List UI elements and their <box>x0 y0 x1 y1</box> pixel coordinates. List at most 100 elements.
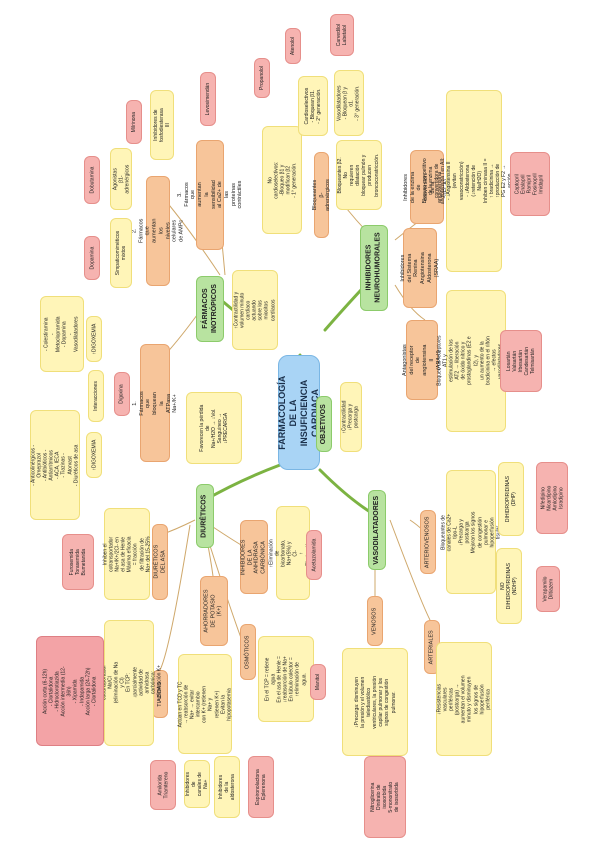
f1-node[interactable]: 1. Fármacos que bloquean la ATPasa Na+/K… <box>132 344 178 462</box>
ahorradores-label: AHORRADORES DE POTASIO (K+) <box>203 589 224 633</box>
dhp-drugs-text: Nifedipino Nicardipino Amlodipino Isradi… <box>539 485 565 511</box>
dobutamina-text: Dobutamina <box>88 166 95 194</box>
favor-text: Favorecen la pérdida de Na+/H2O → ↓Vol. … <box>198 404 230 452</box>
arteriovenosos-node[interactable]: ARTERIOVENOSOS <box>420 510 436 574</box>
ven-drugs-text: Nitroglicerina Dinitrato de isosorbida 5… <box>369 781 401 813</box>
central-topic: FARMACOLOGÍA DE LA INSUFICIENCIA CARDIAC… <box>277 355 320 470</box>
digoxemia-down-node: ↑DIGOXEMIA <box>86 432 102 478</box>
no-cardio-node: No cardioselectivos: -Bloqueo β1 y modif… <box>262 126 302 234</box>
asa-node[interactable]: DIURÉTICOS DEL ASA <box>152 524 168 600</box>
ahorradores-node[interactable]: AHORRADORES DE POTASIO (K+) <box>200 576 228 646</box>
no-cardio-text: No cardioselectivos: -Bloqueo β1 y modif… <box>266 161 298 199</box>
dopamina-node: Dopamina <box>84 236 100 280</box>
canales-drugs: Amilorida Triamtereno <box>150 760 176 810</box>
f2-label: 2. Fármacos que aumentan los niveles cel… <box>131 218 185 244</box>
dhp-drugs: Nifedipino Nicardipino Amlodipino Isradi… <box>536 462 568 534</box>
inhibidores-label: INHIBIDORES NEUROHUMORALES <box>365 232 382 304</box>
art-desc: ↓Resistencias vasculares periféricas (po… <box>436 642 492 756</box>
sraa-label: Inhibidores del Sistema Renina Angiotens… <box>399 252 440 284</box>
ndhp-label: NO DIHIDROPIRIDINAS (NDHP) <box>499 562 519 610</box>
milrinona-text: Milrinona <box>130 111 137 133</box>
f2-node[interactable]: 2. Fármacos que aumentan los niveles cel… <box>131 176 184 286</box>
ara-drugs: Losartán Valsartán Irbesartán Candesartá… <box>500 330 542 392</box>
objetivos-node[interactable]: OBJETIVOS <box>316 396 332 452</box>
sraa-node[interactable]: Inhibidores del Sistema Renina Angiotens… <box>399 228 440 308</box>
diureticos-label: DIURÉTICOS <box>200 494 208 538</box>
aldo-drugs: Espironolactona Eplerenona <box>248 756 274 818</box>
vaso-node[interactable]: VASODILATADORES <box>368 490 386 570</box>
ven-desc: ↓Precarga: disminuyen la presión y el vo… <box>342 648 408 756</box>
ieca-node[interactable]: Inhibidores de la enzima de conversión d… <box>404 150 450 224</box>
interacciones-node: Interacciones <box>88 370 104 422</box>
beta-node[interactable]: Bloqueantes β-adrenérgicos <box>311 152 331 238</box>
asa-drugs-text: Furosemida Torasemida Bumetanida <box>68 548 88 576</box>
digoxina-text: Digoxina <box>118 384 125 404</box>
asa-drugs: Furosemida Torasemida Bumetanida <box>62 534 94 590</box>
dopamina-text: Dopamina <box>88 246 95 270</box>
vasodil-beta-node: Vasodilatadores - Bloquean β y α1. - 3° … <box>334 70 364 136</box>
carvedilol-text: Carvedilol Labetalol <box>335 23 349 47</box>
aldo-drugs-text: Espironolactona Eplerenona <box>254 769 268 805</box>
ndhp-drugs-text: Verapamilo Diltiazem <box>541 576 555 602</box>
digoxemia-up-node: ↑DIGOXEMIA <box>86 316 102 362</box>
ahorr-desc-text: Actúan en TCD y TC → reabsorción de Na+ … <box>177 681 233 727</box>
vaso-label: VASODILATADORES <box>372 495 380 565</box>
beta-desc-text: Bloqueantes β2. No requieren dilatación … <box>337 153 381 197</box>
acetazolamida-text: Acetazolamida <box>310 538 317 572</box>
diureticos-node[interactable]: DIURÉTICOS <box>196 484 214 548</box>
inotropicos-node[interactable]: FÁRMACOS INOTRÓPICOS <box>196 276 224 342</box>
manitol-text: Manitol <box>314 673 321 691</box>
osm-desc: En el TCP = retiene agua En el asa de He… <box>258 636 314 722</box>
propanolol-node: Propanolol <box>254 58 270 98</box>
ieca-drugs: Captopril Enalapril Ramipril Fosinopril … <box>510 152 550 216</box>
ndhp-drugs: Verapamilo Diltiazem <box>536 566 560 612</box>
aldosterona-label: Inhibidores de la aldosterona <box>217 773 237 801</box>
digoxemia-down-desc: - Anticolinérgicos - Omeprazol - Antibió… <box>30 410 80 520</box>
beta-label: Bloqueantes β-adrenérgicos <box>311 179 331 211</box>
agonistas-node: Agonistas β1-adrenérgicos <box>110 148 132 210</box>
osmoticos-node[interactable]: OSMÓTICOS <box>240 624 256 680</box>
asa-desc: Inhiben el cotransportador Na+/K+/2Cl- e… <box>103 508 151 600</box>
objetivos-leaf-text: ↑Contractilidad ↓Precarga y postcarga <box>341 400 361 434</box>
ieca-desc: Bloqueo competitivo de la enzima convert… <box>422 90 526 272</box>
atenolol-node: Atenolol <box>285 28 301 64</box>
levosimendan-node: Levosimendán <box>200 72 216 126</box>
tiaz-note-text: Acción corta (6-12h) - Clortalidona - Hi… <box>42 665 98 717</box>
levosimendan-text: Levosimendán <box>204 82 211 116</box>
acetazolamida-node: Acetazolamida <box>306 530 322 580</box>
f3-node[interactable]: 3. Fármacos que aumentan la sensibilidad… <box>176 140 243 250</box>
dhp-label: DIHIDROPIRIDINAS (DHP) <box>504 475 517 523</box>
osm-desc-text: En el TCP = retiene agua En el asa de He… <box>264 655 308 703</box>
simpat-label: Simpaticomiméticos mixtos <box>114 230 127 276</box>
digoxemia-up-text: - Colestiramina - Metoclopramida - Dopam… <box>43 316 81 352</box>
digoxemia-down-label: ↑DIGOXEMIA <box>90 439 97 471</box>
ndhp-node[interactable]: NO DIHIDROPIRIDINAS (NDHP) <box>496 548 522 624</box>
beta-desc: Bloqueantes β2. No requieren dilatación … <box>336 140 382 210</box>
arteriovenosos-label: ARTERIOVENOSOS <box>424 516 431 568</box>
ven-drugs: Nitroglicerina Dinitrato de isosorbida 5… <box>364 756 406 838</box>
osmoticos-label: OSMÓTICOS <box>244 635 251 669</box>
tiaz-desc: En TCD inhiben cotransportador Na/Cl (el… <box>95 620 162 746</box>
favor-node: Favorecen la pérdida de Na+/H2O → ↓Vol. … <box>186 392 242 464</box>
fosfo-node: Inhibidores de fosfodiesterasa III <box>150 90 174 160</box>
agonistas-label: Agonistas β1-adrenérgicos <box>111 164 131 194</box>
ven-desc-text: ↓Precarga: disminuyen la presión y el vo… <box>353 675 397 729</box>
venosos-node[interactable]: VENOSOS <box>367 596 383 646</box>
canales-drugs-text: Amilorida Triamtereno <box>156 771 169 799</box>
f1-label: 1. Fármacos que bloquean la ATPasa Na+/K… <box>131 390 178 416</box>
inhibidores-node[interactable]: INHIBIDORES NEUROHUMORALES <box>360 225 388 311</box>
ahorr-desc: Actúan en TCD y TC → reabsorción de Na+ … <box>178 654 232 754</box>
dhp-node[interactable]: DIHIDROPIRIDINAS (DHP) <box>498 462 524 536</box>
arteriales-label: ARTERIALES <box>428 629 435 665</box>
f3-label: 3. Fármacos que aumentan la sensibilidad… <box>176 180 243 210</box>
interacciones-label: Interacciones <box>92 381 99 411</box>
av-desc-text: Bloqueantes de canales de Ca2+ tipo-L ↓P… <box>440 511 502 553</box>
ara-node[interactable]: Antagonistas del receptor de angiotensin… <box>402 320 441 400</box>
ara-drugs-text: Losartán Valsartán Irbesartán Candesartá… <box>505 346 537 376</box>
anhidrasa-node[interactable]: INHIBIDORES DE LA ANHIDRASA CARBÓNICA <box>240 520 268 594</box>
central-topic-label: FARMACOLOGÍA DE LA INSUFICIENCIA CARDIAC… <box>277 375 320 450</box>
branch-vaso <box>318 468 377 517</box>
objetivos-label: OBJETIVOS <box>319 403 327 445</box>
anhidrasa-label: INHIBIDORES DE LA ANHIDRASA CARBÓNICA <box>240 539 267 575</box>
